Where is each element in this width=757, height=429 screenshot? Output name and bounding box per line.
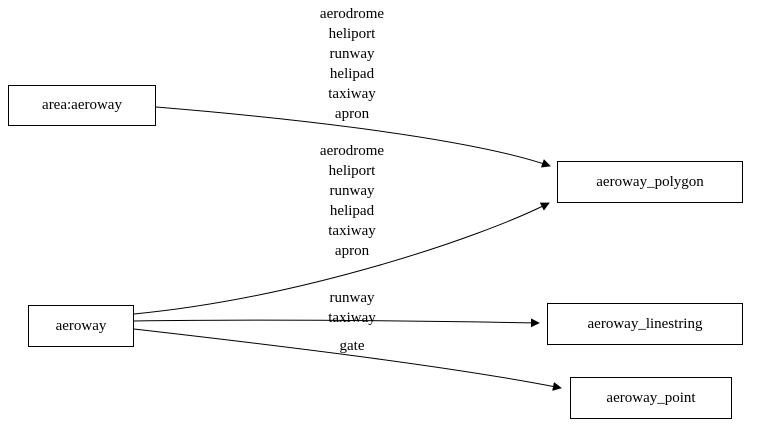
edge-label-aeroway-point: gate xyxy=(295,336,409,356)
edge-label-line: taxiway xyxy=(328,310,376,326)
node-aeroway-polygon-label: aeroway_polygon xyxy=(596,173,704,190)
edge-label-aeroway-polygon: aerodrome heliport runway helipad taxiwa… xyxy=(295,141,409,261)
edge-label-line: heliport xyxy=(328,26,376,42)
edge-label-line: heliport xyxy=(328,163,376,179)
edge-label-line: runway xyxy=(329,290,375,306)
edge-aeroway-to-aeroway-point xyxy=(133,328,562,391)
edge-aeroway-to-aeroway-polygon xyxy=(133,202,550,315)
node-aeroway-label: aeroway xyxy=(55,317,107,334)
node-aeroway-linestring-label: aeroway_linestring xyxy=(587,315,703,332)
edge-label-line: runway xyxy=(329,46,375,62)
edge-area-aeroway-to-aeroway-polygon xyxy=(155,106,551,168)
node-aeroway-point: aeroway_point xyxy=(570,377,732,419)
edge-aeroway-to-aeroway-linestring xyxy=(133,318,540,328)
edge-label-line: aerodrome xyxy=(319,143,385,159)
edge-label-line: gate xyxy=(339,338,365,354)
edge-label-line: taxiway xyxy=(328,86,376,102)
node-aeroway-point-label: aeroway_point xyxy=(606,389,696,406)
node-aeroway-polygon: aeroway_polygon xyxy=(557,161,743,203)
edge-label-line: helipad xyxy=(329,66,375,82)
edge-label-area-aeroway-polygon: aerodrome heliport runway helipad taxiwa… xyxy=(295,4,409,124)
edge-label-line: runway xyxy=(329,183,375,199)
edge-label-aeroway-linestring: runway taxiway xyxy=(295,288,409,328)
edge-label-line: apron xyxy=(334,243,370,259)
edge-label-line: taxiway xyxy=(328,223,376,239)
node-area-aeroway-label: area:aeroway xyxy=(42,97,122,113)
node-area-aeroway: area:aeroway xyxy=(8,85,156,126)
edge-label-line: apron xyxy=(334,106,370,122)
node-aeroway-linestring: aeroway_linestring xyxy=(547,303,743,345)
node-aeroway: aeroway xyxy=(28,305,134,347)
edge-label-line: aerodrome xyxy=(319,6,385,22)
edge-label-line: helipad xyxy=(329,203,375,219)
